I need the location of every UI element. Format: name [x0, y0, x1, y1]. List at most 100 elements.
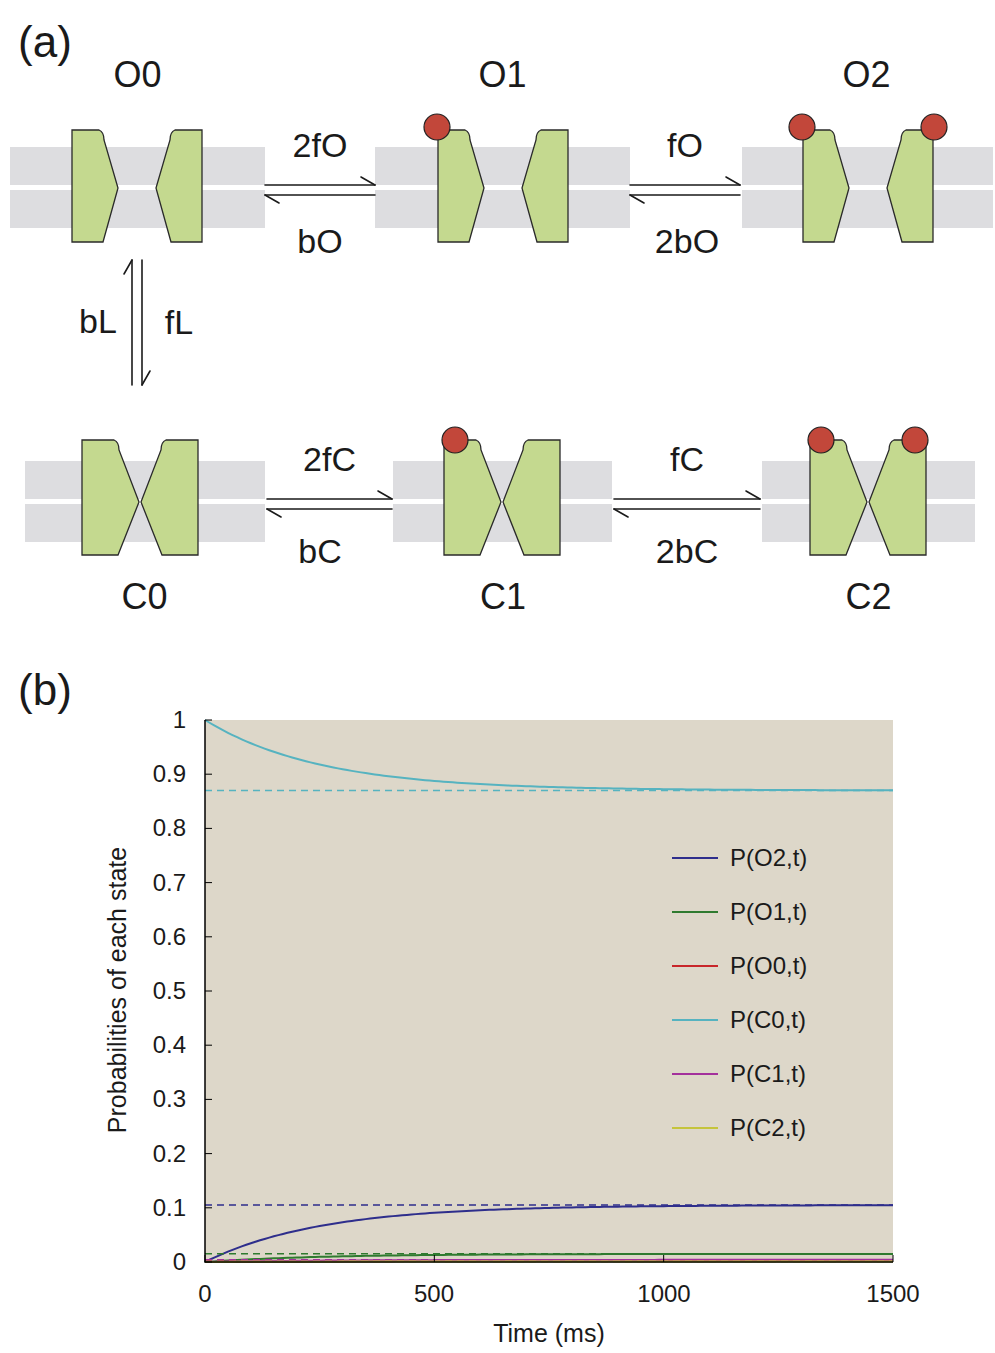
- channel-subunit: [869, 440, 926, 555]
- harpoon-arrow: [265, 194, 375, 196]
- tick: [205, 1255, 206, 1262]
- ligand: [902, 427, 928, 453]
- tick: [663, 1255, 664, 1262]
- legend-swatch: [672, 1019, 718, 1021]
- state-label: C2: [845, 577, 891, 617]
- ligand: [442, 427, 468, 453]
- tick-label: 1500: [866, 1281, 919, 1307]
- membrane-gap: [375, 185, 630, 190]
- legend-swatch: [672, 965, 718, 967]
- reversible-transition: [614, 491, 760, 517]
- ligand: [789, 114, 815, 140]
- tick: [205, 1207, 212, 1208]
- legend-text: P(O2,t): [728, 843, 809, 873]
- tick-label: 0.8: [153, 815, 186, 841]
- panel-letter: (a): [18, 18, 72, 66]
- legend-swatch: [672, 857, 718, 859]
- rate-label: fC: [668, 441, 706, 478]
- tick-label: 0.1: [153, 1195, 186, 1221]
- tick-label: 500: [414, 1281, 454, 1307]
- channel-subunit: [72, 130, 118, 242]
- membrane: [742, 147, 993, 228]
- rate-label: fO: [665, 127, 705, 164]
- membrane-gap: [742, 185, 993, 190]
- legend-swatch: [672, 911, 718, 913]
- tick-label: 0: [198, 1281, 211, 1307]
- harpoon-arrow: [746, 491, 760, 499]
- tick: [205, 720, 212, 721]
- membrane: [375, 147, 630, 228]
- tick: [205, 774, 212, 775]
- harpoon-arrow: [630, 195, 644, 203]
- channel-subunit: [810, 440, 867, 555]
- reversible-transition: [630, 177, 740, 203]
- probability-chart: [205, 720, 893, 1262]
- harpoon-arrow: [131, 260, 133, 385]
- harpoon-arrow: [267, 498, 392, 500]
- channel-subunit: [156, 130, 202, 242]
- rate-label: 2bO: [655, 223, 719, 260]
- channel-subunit: [503, 440, 560, 555]
- channel-state: O1: [375, 55, 630, 260]
- channel-subunit: [82, 440, 139, 555]
- axis-title: Time (ms): [493, 1320, 605, 1348]
- state-label: C1: [480, 577, 526, 617]
- harpoon-arrow: [630, 194, 740, 196]
- reversible-transition: [124, 260, 150, 385]
- harpoon-arrow: [267, 509, 281, 517]
- channel-subunit: [141, 440, 198, 555]
- legend-text: P(C0,t): [728, 1005, 808, 1035]
- legend-text: P(C1,t): [728, 1059, 808, 1089]
- tick: [205, 936, 212, 937]
- tick: [205, 1045, 212, 1046]
- harpoon-arrow: [614, 498, 760, 500]
- probability-curve: [205, 1205, 893, 1262]
- channel-subunit: [522, 130, 568, 242]
- tick: [205, 882, 212, 883]
- state-label: O2: [842, 55, 890, 95]
- rate-label: fL: [163, 304, 195, 341]
- state-label: O0: [113, 55, 161, 95]
- ligand: [808, 427, 834, 453]
- tick-label: 1: [173, 707, 186, 733]
- channel-state: C1: [392, 385, 614, 617]
- harpoon-arrow: [124, 260, 132, 274]
- channel-subunit: [444, 440, 501, 555]
- tick: [893, 1255, 894, 1262]
- tick-label: 0.4: [153, 1032, 186, 1058]
- tick-label: 0.3: [153, 1086, 186, 1112]
- legend-swatch: [672, 1073, 718, 1075]
- channel-state: O2: [740, 55, 993, 260]
- tick-label: 0.6: [153, 924, 186, 950]
- channel-state: C0: [22, 385, 267, 617]
- legend-text: P(O0,t): [728, 951, 809, 981]
- membrane-gap: [10, 185, 265, 190]
- legend-text: P(O1,t): [728, 897, 809, 927]
- tick: [205, 991, 212, 992]
- legend-swatch: [672, 1127, 718, 1129]
- harpoon-arrow: [614, 508, 760, 510]
- channel-subunit: [438, 130, 484, 242]
- rate-label: 2fO: [291, 127, 350, 164]
- rate-label: bO: [297, 223, 342, 260]
- tick: [205, 1262, 212, 1263]
- channel-subunit: [803, 130, 849, 242]
- tick-label: 0.7: [153, 869, 186, 895]
- harpoon-arrow: [614, 509, 628, 517]
- channel-subunit: [887, 130, 933, 242]
- tick-label: 0.5: [153, 978, 186, 1004]
- probability-curve: [205, 720, 893, 790]
- legend-text: P(C2,t): [728, 1113, 808, 1143]
- harpoon-arrow: [265, 184, 375, 186]
- tick-label: 0.9: [153, 761, 186, 787]
- plot-area: [205, 720, 893, 1262]
- channel-illustration: [10, 114, 993, 555]
- ligand: [921, 114, 947, 140]
- channel-state: O0: [10, 55, 265, 260]
- harpoon-arrow: [726, 177, 740, 185]
- rate-label: bC: [298, 533, 341, 570]
- rate-label: 2bC: [656, 533, 718, 570]
- tick-label: 1000: [637, 1281, 690, 1307]
- tick: [205, 828, 212, 829]
